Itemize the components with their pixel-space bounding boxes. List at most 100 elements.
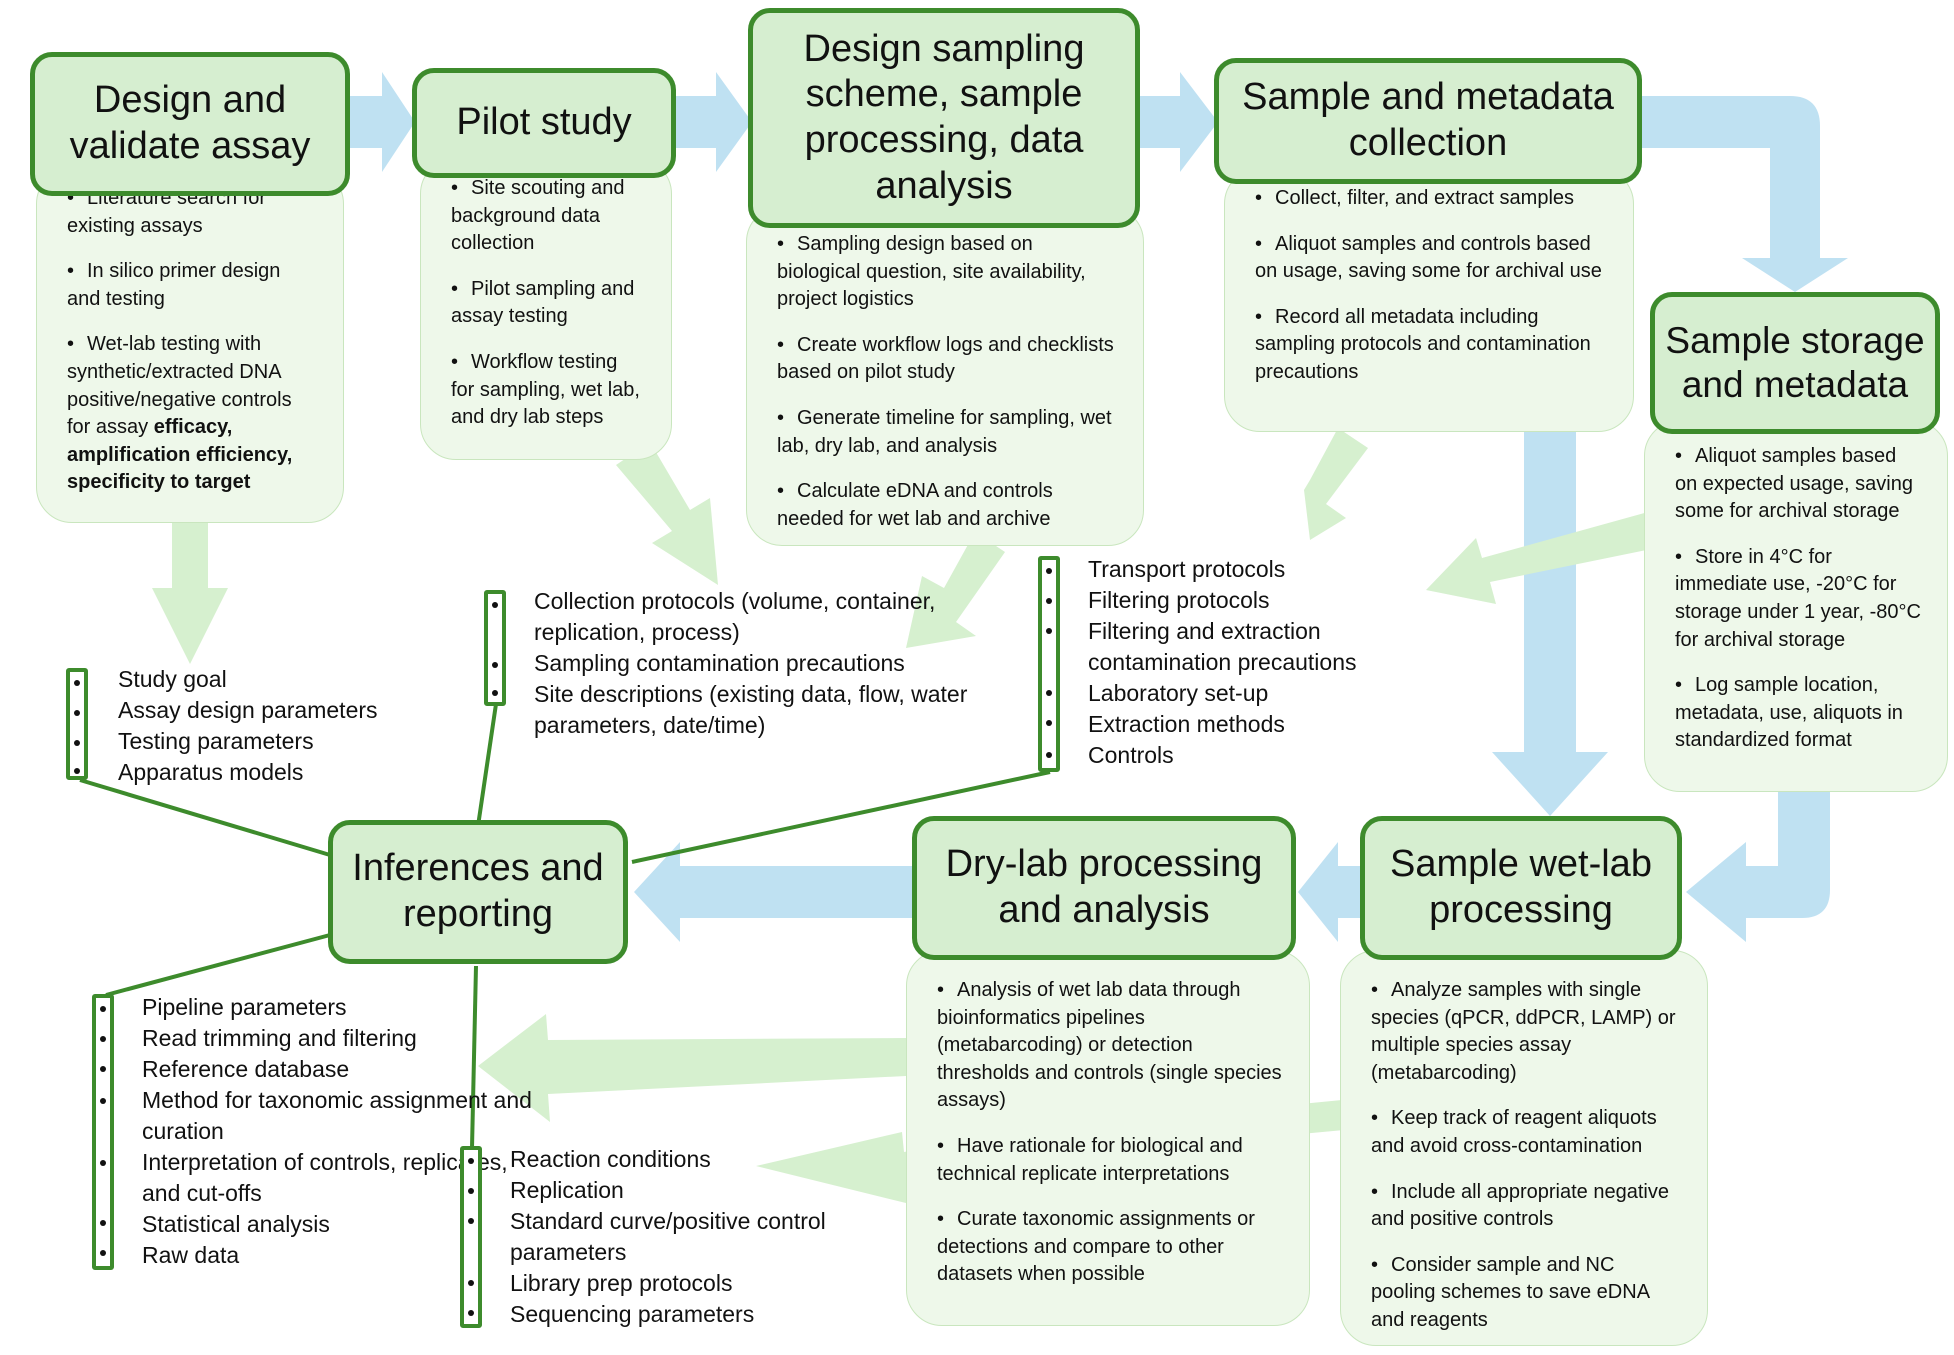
- detail-bullet: Have rationale for biological and techni…: [937, 1133, 1283, 1188]
- bullet-dot: [468, 1188, 474, 1194]
- detail-bullet-text: Pilot sampling and assay testing: [451, 277, 635, 328]
- drylab-detail-panel: Analysis of wet lab data through bioinfo…: [906, 950, 1310, 1326]
- stage-sample-metadata-collection: Sample and metadata collection: [1214, 58, 1642, 184]
- bullet-dot: [74, 710, 80, 716]
- bullet-dot: [100, 1066, 106, 1072]
- wetlab-list-bracket: [460, 1146, 482, 1328]
- detail-bullet: Create workflow logs and checklists base…: [777, 332, 1117, 387]
- bullet-dot: [1046, 598, 1052, 604]
- detail-bullet-text: Collect, filter, and extract samples: [1275, 187, 1575, 209]
- reporting-item: Raw data: [142, 1242, 240, 1268]
- bullet-dot: [100, 1098, 106, 1104]
- reporting-item: Apparatus models: [118, 759, 304, 785]
- detail-bullet-text: In silico primer design and testing: [67, 260, 281, 310]
- connector-analysis-list: [105, 933, 331, 997]
- stage-design-validate-assay: Design and validate assay: [30, 52, 350, 196]
- detail-bullet-bold-text: efficacy, amplification efficiency, spec…: [67, 416, 293, 494]
- bullet-dot: [1046, 628, 1052, 634]
- detail-bullet: In silico primer design and testing: [67, 258, 317, 313]
- detail-bullet-text: Curate taxonomic assignments or detectio…: [937, 1208, 1255, 1286]
- reporting-item: Reaction conditions: [510, 1146, 711, 1172]
- detail-bullet-text: Store in 4°C for immediate use, -20°C fo…: [1675, 545, 1921, 651]
- reporting-item: Sequencing parameters: [510, 1301, 755, 1327]
- connector-study-list: [79, 778, 331, 857]
- flow-arrow-design-to-collection: [1140, 72, 1218, 172]
- wetlab-detail-panel: Analyze samples with single species (qPC…: [1340, 950, 1708, 1346]
- detail-bullet-text: Create workflow logs and checklists base…: [777, 333, 1114, 384]
- flow-arrow-collection-down-shaft: [1524, 432, 1576, 754]
- detail-bullet-text: Workflow testing for sampling, wet lab, …: [451, 350, 640, 429]
- stage-drylab-processing-analysis: Dry-lab processing and analysis: [912, 816, 1296, 960]
- detail-bullet-text: Have rationale for biological and techni…: [937, 1134, 1243, 1185]
- bullet-dot: [1046, 752, 1052, 758]
- reporting-item: Site descriptions (existing data, flow, …: [534, 681, 968, 738]
- reporting-item: Laboratory set-up: [1088, 680, 1269, 706]
- reporting-item: Study goal: [118, 666, 227, 692]
- detail-bullet: Aliquot samples based on expected usage,…: [1675, 443, 1921, 526]
- detail-bullet: Wet-lab testing with synthetic/extracted…: [67, 331, 317, 497]
- design-detail-panel: Sampling design based on biological ques…: [746, 206, 1144, 546]
- collection-detail-panel: Collect, filter, and extract samplesAliq…: [1224, 168, 1634, 432]
- reporting-item: Method for taxonomic assignment and cura…: [142, 1087, 532, 1144]
- detail-bullet: Aliquot samples and controls based on us…: [1255, 231, 1607, 286]
- reporting-item: Testing parameters: [118, 728, 314, 754]
- collection-reporting-list: Collection protocols (volume, container,…: [534, 586, 974, 741]
- bullet-dot: [100, 1250, 106, 1256]
- bullet-dot: [468, 1218, 474, 1224]
- detail-bullet-text: Analyze samples with single species (qPC…: [1371, 979, 1676, 1084]
- flow-arrow-storage-to-wetlab: [1686, 790, 1830, 942]
- reporting-item: Replication: [510, 1177, 624, 1203]
- bullet-dot: [468, 1310, 474, 1316]
- stage-sample-storage-metadata: Sample storage and metadata: [1650, 292, 1940, 434]
- detail-bullet-text: Aliquot samples and controls based on us…: [1255, 232, 1602, 283]
- detail-bullet: Site scouting and background data collec…: [451, 175, 645, 258]
- stage-label: Sample storage and metadata: [1665, 319, 1925, 405]
- connector-wetlab-list: [470, 965, 478, 1149]
- flow-arrow-drylab-to-inferences: [634, 842, 914, 942]
- reporting-item: Transport protocols: [1088, 556, 1286, 582]
- doc-arrow-collection: [1304, 428, 1368, 540]
- bullet-dot: [74, 768, 80, 774]
- doc-arrow-pilot: [616, 442, 718, 585]
- detail-bullet-text: Wet-lab testing with synthetic/extracted…: [67, 333, 292, 439]
- stage-label: Sample wet-lab processing: [1390, 843, 1652, 931]
- lab-list-bracket: [1038, 556, 1060, 772]
- stage-label: Dry-lab processing and analysis: [945, 843, 1263, 931]
- stage-design-sampling-scheme: Design sampling scheme, sample processin…: [748, 8, 1140, 228]
- detail-bullet: Pilot sampling and assay testing: [451, 276, 645, 331]
- detail-bullet: Sampling design based on biological ques…: [777, 231, 1117, 314]
- collection-list-bracket: [484, 590, 506, 706]
- detail-bullet-text: Calculate eDNA and controls needed for w…: [777, 480, 1053, 530]
- stage-sample-wetlab-processing: Sample wet-lab processing: [1360, 816, 1682, 960]
- detail-bullet-text: Site scouting and background data collec…: [451, 177, 625, 255]
- detail-bullet: Generate timeline for sampling, wet lab,…: [777, 405, 1117, 460]
- bullet-dot: [100, 1160, 106, 1166]
- bullet-dot: [492, 690, 498, 696]
- detail-bullet: Workflow testing for sampling, wet lab, …: [451, 349, 645, 432]
- stage-label: Design and validate assay: [69, 79, 311, 167]
- study-list-bracket: [66, 668, 88, 780]
- reporting-item: Interpretation of controls, replicates, …: [142, 1149, 508, 1206]
- analysis-list-bracket: [92, 994, 114, 1270]
- detail-bullet: Analysis of wet lab data through bioinfo…: [937, 977, 1283, 1115]
- flow-arrow-assay-to-pilot: [345, 72, 415, 172]
- reporting-item: Statistical analysis: [142, 1211, 330, 1237]
- reporting-item: Read trimming and filtering: [142, 1025, 417, 1051]
- detail-bullet-text: Include all appropriate negative and pos…: [1371, 1180, 1669, 1231]
- detail-bullet: Keep track of reagent aliquots and avoid…: [1371, 1105, 1681, 1160]
- pilot-detail-panel: Site scouting and background data collec…: [420, 158, 672, 460]
- bullet-dot: [100, 1036, 106, 1042]
- bullet-dot: [74, 680, 80, 686]
- reporting-item: Assay design parameters: [118, 697, 378, 723]
- detail-bullet-text: Analysis of wet lab data through bioinfo…: [937, 979, 1282, 1112]
- reporting-item: Extraction methods: [1088, 711, 1285, 737]
- reporting-item: Sampling contamination precautions: [534, 650, 905, 676]
- bullet-dot: [468, 1280, 474, 1286]
- bullet-dot: [100, 1220, 106, 1226]
- detail-bullet: Record all metadata including sampling p…: [1255, 304, 1607, 387]
- bullet-dot: [1046, 568, 1052, 574]
